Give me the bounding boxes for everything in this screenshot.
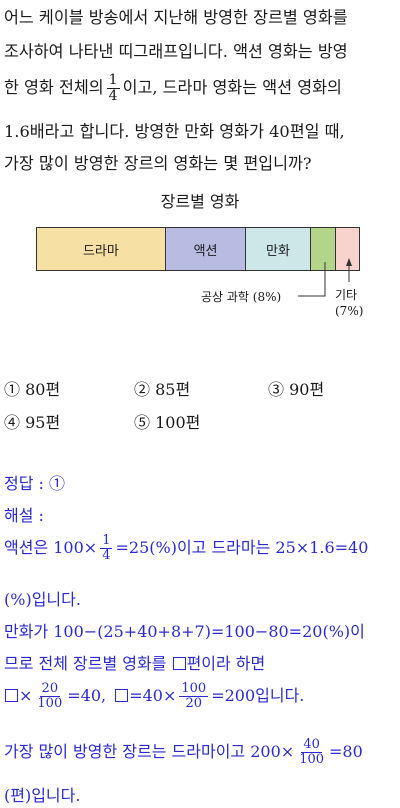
exp-4b: 편이라 하면 (186, 654, 266, 673)
exp-fraction-2-den: 100 (37, 696, 63, 711)
option-5[interactable]: ⑤ 100편 (134, 413, 201, 432)
blank-box-icon (115, 689, 129, 702)
exp-5b: =40, (67, 686, 107, 705)
exp-fraction-1-den: 4 (102, 548, 111, 563)
exp-fraction-3-den: 20 (185, 696, 203, 711)
option-3[interactable]: ③ 90편 (268, 380, 325, 399)
exp-fraction-4-num: 40 (301, 737, 322, 753)
option-4[interactable]: ④ 95편 (4, 413, 61, 432)
exp-4a: 므로 전체 장르별 영화를 (4, 654, 167, 673)
question-line-3-start: 한 영화 전체의 (4, 78, 104, 97)
other-label: 기타 (335, 288, 358, 302)
explanation-line-3: 만화가 100−(25+40+8+7)=100−80=20(%)이 (4, 622, 365, 641)
explanation-line-4: 므로 전체 장르별 영화를 편이라 하면 (4, 650, 265, 674)
exp-5d: =200입니다. (211, 686, 305, 705)
fraction-denominator: 4 (108, 88, 118, 104)
question-line-1: 어느 케이블 방송에서 지난해 방영한 장르별 영화를 (4, 8, 348, 27)
option-2[interactable]: ② 85편 (134, 380, 191, 399)
explanation-line-7: (편)입니다. (4, 786, 81, 805)
exp-fraction-3-num: 100 (179, 681, 209, 697)
question-line-5: 가장 많이 방영한 장르의 영화는 몇 편입니까? (4, 154, 312, 173)
band-label-drama: 드라마 (82, 243, 119, 259)
fraction-numerator: 1 (106, 72, 120, 89)
blank-box-icon (172, 657, 186, 670)
band-segment-cartoon: 만화 (246, 228, 311, 270)
exp-6b: =80 (329, 742, 363, 761)
chart-title: 장르별 영화 (160, 192, 240, 211)
other-percent-label: (7%) (335, 304, 364, 318)
band-segment-other (336, 228, 359, 270)
other-arrow-head (346, 258, 352, 266)
band-label-cartoon: 만화 (266, 243, 290, 259)
exp-1a: 액션은 100× (4, 538, 98, 557)
answer-label: 정답 : ① (4, 474, 66, 493)
question-line-4: 1.6배라고 합니다. 방영한 만화 영화가 40편일 때, (4, 122, 345, 141)
explanation-line-2: (%)입니다. (4, 590, 81, 609)
exp-fraction-1-num: 1 (100, 533, 113, 549)
scifi-label: 공상 과학 (8%) (201, 290, 282, 304)
exp-5a: × (19, 686, 33, 705)
exp-fraction-4-den: 100 (299, 752, 325, 767)
question-line-2: 조사하여 나타낸 띠그래프입니다. 액션 영화는 방영 (4, 42, 348, 61)
exp-fraction-2-num: 20 (39, 681, 61, 697)
exp-6a: 가장 많이 방영한 장르는 드라마이고 200× (4, 742, 295, 761)
option-1[interactable]: ① 80편 (4, 380, 61, 399)
explanation-label: 해설 : (4, 506, 44, 525)
scifi-leader-line (298, 262, 326, 297)
band-segment-drama: 드라마 (37, 228, 166, 270)
exp-5c: =40× (129, 686, 177, 705)
band-segment-action: 액션 (165, 228, 247, 270)
question-line-3-end: 이고, 드라마 영화는 액션 영화의 (122, 78, 342, 97)
blank-box-icon (5, 689, 18, 702)
band-segment-scifi (310, 228, 337, 270)
exp-1b: =25(%)이고 드라마는 25×1.6=40 (115, 538, 369, 557)
band-label-action: 액션 (193, 243, 218, 259)
band-graph: 드라마 액션 만화 (36, 227, 360, 271)
